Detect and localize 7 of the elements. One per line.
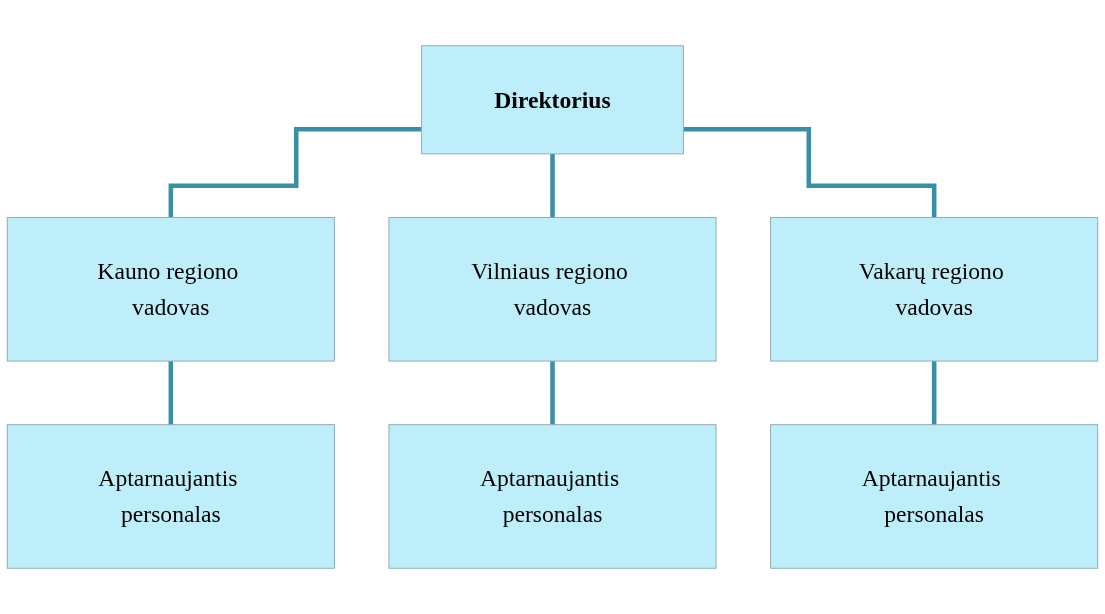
node-box: Kauno regiono vadovas (6, 217, 335, 362)
node-box: Vakarų regiono vadovas (770, 217, 1099, 362)
node-box: Aptarnaujantis personalas (6, 424, 335, 569)
node-box: Aptarnaujantis personalas (388, 424, 717, 569)
node-box: Direktorius (421, 45, 684, 155)
node-box: Vilniaus regiono vadovas (388, 217, 717, 362)
node-box: Aptarnaujantis personalas (770, 424, 1099, 569)
